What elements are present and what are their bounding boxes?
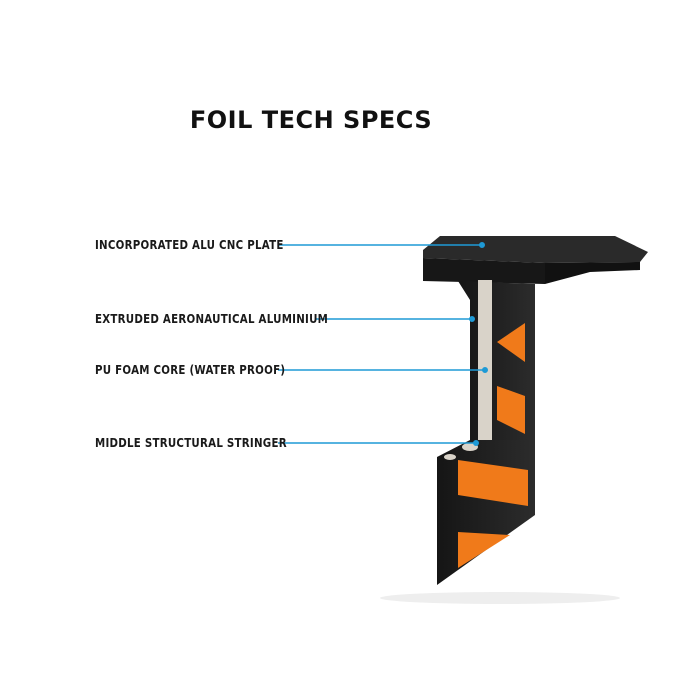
shadow <box>380 592 620 604</box>
orange-accent <box>458 460 528 506</box>
page-title: FOIL TECH SPECS <box>189 106 433 134</box>
orange-accent <box>458 532 510 568</box>
leader-dot <box>481 366 488 373</box>
label-structural-stringer: MIDDLE STRUCTURAL STRINGER <box>95 435 287 450</box>
leader-dot <box>478 242 485 249</box>
label-extruded-aluminium: EXTRUDED AERONAUTICAL ALUMINIUM <box>95 311 329 326</box>
orange-accent <box>497 386 525 434</box>
mast-lower <box>437 440 535 585</box>
cnc-plate-top <box>423 236 648 263</box>
cnc-plate-front <box>423 258 545 284</box>
orange-accent <box>497 323 525 362</box>
label-pu-foam-core: PU FOAM CORE (WATER PROOF) <box>95 362 286 377</box>
stringer-cell <box>444 454 456 460</box>
leader-dot <box>472 439 479 446</box>
cnc-plate-side <box>545 262 640 284</box>
leader-dot <box>468 315 475 322</box>
foam-core <box>478 280 492 442</box>
label-alu-cnc-plate: INCORPORATED ALU CNC PLATE <box>95 237 284 252</box>
